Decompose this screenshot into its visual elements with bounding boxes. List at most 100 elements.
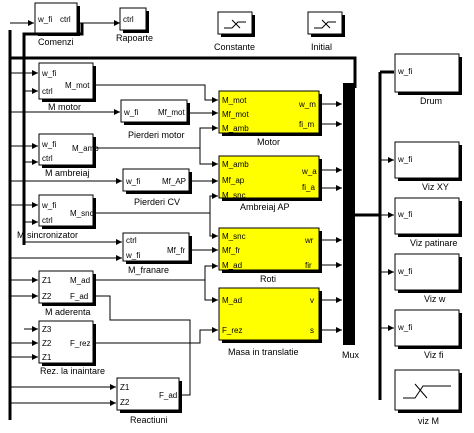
svg-text:Initial: Initial	[311, 42, 332, 52]
svg-text:Comenzi: Comenzi	[38, 37, 74, 47]
svg-text:Mf_fr: Mf_fr	[167, 246, 186, 255]
svg-text:M_snc: M_snc	[70, 209, 94, 218]
block-mux[interactable]: Mux	[342, 83, 360, 360]
svg-text:F_ad: F_ad	[70, 292, 88, 301]
block-viz-fi[interactable]: w_fi Viz fi	[394, 309, 462, 360]
svg-text:w_fi: w_fi	[397, 323, 412, 332]
svg-text:fi_a: fi_a	[302, 183, 315, 192]
svg-text:w_a: w_a	[301, 167, 317, 176]
svg-text:F_rez: F_rez	[222, 326, 242, 335]
svg-text:Rapoarte: Rapoarte	[116, 33, 153, 43]
block-initial[interactable]: Initial	[307, 11, 345, 52]
svg-text:M_ad: M_ad	[222, 296, 242, 305]
svg-text:ctrl: ctrl	[126, 236, 137, 245]
svg-text:ctrl: ctrl	[42, 154, 53, 163]
block-viz-m[interactable]: viz M	[394, 369, 462, 426]
block-constante[interactable]: Constante	[214, 11, 255, 52]
svg-text:M_ad: M_ad	[70, 276, 90, 285]
svg-text:w_fi: w_fi	[125, 251, 140, 260]
svg-text:Z1: Z1	[120, 383, 130, 392]
svg-text:ctrl: ctrl	[42, 87, 53, 96]
svg-text:w_fi: w_fi	[397, 67, 412, 76]
svg-text:Roti: Roti	[260, 274, 276, 284]
svg-text:Mf_AP: Mf_AP	[162, 177, 186, 186]
svg-text:Z2: Z2	[120, 398, 130, 407]
block-roti[interactable]: M_snc Mf_fr M_ad wr fir Roti	[218, 227, 322, 284]
svg-text:w_fi: w_fi	[41, 69, 56, 78]
block-pierderi-motor[interactable]: w_fi Mf_mot Pierderi motor	[120, 99, 190, 140]
block-masa-translatie[interactable]: M_ad F_rez v s Masa in translatie	[218, 287, 322, 357]
svg-text:M ambreiaj: M ambreiaj	[45, 168, 90, 178]
svg-text:M_ad: M_ad	[222, 261, 242, 270]
svg-text:M sincronizator: M sincronizator	[17, 230, 78, 240]
block-drum[interactable]: w_fi Drum	[394, 53, 462, 106]
svg-text:v: v	[310, 296, 314, 305]
svg-text:ctrl: ctrl	[123, 15, 134, 24]
svg-text:Reactiuni: Reactiuni	[130, 415, 168, 425]
svg-text:M_amb: M_amb	[222, 124, 249, 133]
svg-text:ctrl: ctrl	[60, 15, 71, 24]
svg-text:M_snc: M_snc	[222, 191, 246, 200]
svg-text:Z3: Z3	[42, 325, 52, 334]
svg-text:Motor: Motor	[257, 137, 280, 147]
svg-text:w_fi: w_fi	[397, 267, 412, 276]
svg-text:w_m: w_m	[298, 100, 316, 109]
block-m-ambreiaj[interactable]: w_fi ctrl M_amb M ambreiaj	[38, 133, 99, 178]
svg-text:ctrl: ctrl	[42, 216, 53, 225]
svg-text:Rez. la inaintare: Rez. la inaintare	[40, 366, 105, 376]
svg-text:w_fi: w_fi	[37, 15, 52, 24]
svg-text:Constante: Constante	[214, 42, 255, 52]
svg-text:Z2: Z2	[42, 292, 52, 301]
block-viz-patinare[interactable]: w_fi Viz patinare	[394, 197, 462, 248]
block-m-motor[interactable]: w_fi ctrl M_mot M motor	[38, 62, 96, 112]
svg-text:Z1: Z1	[42, 276, 52, 285]
svg-text:Z1: Z1	[42, 353, 52, 362]
block-pierderi-cv[interactable]: w_fi Mf_AP Pierderi CV	[122, 168, 192, 207]
svg-text:w_fi: w_fi	[397, 210, 412, 219]
block-motor[interactable]: M_mot Mf_mot M_amb w_m fi_m Motor	[218, 90, 322, 147]
svg-text:viz M: viz M	[418, 416, 439, 426]
block-ambreiaj-ap[interactable]: M_amb Mf_ap M_snc w_a fi_a Ambreiaj AP	[218, 155, 322, 212]
block-m-franare[interactable]: ctrl w_fi Mf_fr M_franare	[122, 232, 192, 275]
block-comenzi[interactable]: w_fi ctrl Comenzi	[34, 2, 80, 47]
block-m-sincronizator[interactable]: w_fi ctrl M_snc M sincronizator	[17, 194, 96, 240]
block-rez-inaintare[interactable]: Z3 Z2 Z1 F_rez Rez. la inaintare	[38, 320, 105, 376]
svg-text:Pierderi motor: Pierderi motor	[128, 130, 185, 140]
svg-text:F_rez: F_rez	[70, 339, 90, 348]
svg-text:Drum: Drum	[420, 96, 442, 106]
svg-text:w_fi: w_fi	[125, 177, 140, 186]
svg-text:Viz patinare: Viz patinare	[410, 238, 457, 248]
svg-text:fi_m: fi_m	[299, 120, 314, 129]
svg-text:M_amb: M_amb	[222, 160, 249, 169]
svg-text:w_fi: w_fi	[41, 140, 56, 149]
svg-text:M_amb: M_amb	[72, 144, 99, 153]
svg-text:Masa in translatie: Masa in translatie	[228, 347, 299, 357]
svg-text:M motor: M motor	[48, 102, 81, 112]
svg-text:Mux: Mux	[342, 350, 360, 360]
svg-text:Mf_mot: Mf_mot	[158, 108, 185, 117]
svg-text:M_mot: M_mot	[65, 81, 90, 90]
svg-text:M aderenta: M aderenta	[45, 307, 91, 317]
svg-text:Mf_ap: Mf_ap	[222, 176, 245, 185]
svg-text:w_fi: w_fi	[123, 108, 138, 117]
svg-text:s: s	[310, 326, 314, 335]
svg-text:Viz fi: Viz fi	[424, 350, 443, 360]
svg-text:Ambreiaj AP: Ambreiaj AP	[240, 202, 290, 212]
block-rapoarte[interactable]: ctrl Rapoarte	[116, 7, 153, 43]
svg-text:Z2: Z2	[42, 339, 52, 348]
svg-text:Mf_fr: Mf_fr	[222, 246, 241, 255]
block-m-aderenta[interactable]: Z1 Z2 M_ad F_ad M aderenta	[38, 270, 96, 317]
svg-text:wr: wr	[304, 236, 314, 245]
block-viz-xy[interactable]: w_fi Viz XY	[394, 141, 462, 192]
block-reactiuni[interactable]: Z1 Z2 F_ad Reactiuni	[116, 377, 182, 425]
svg-text:Viz w: Viz w	[424, 294, 446, 304]
svg-text:Viz XY: Viz XY	[422, 182, 449, 192]
svg-text:w_fi: w_fi	[41, 201, 56, 210]
svg-text:F_ad: F_ad	[159, 391, 177, 400]
svg-text:fir: fir	[305, 261, 312, 270]
block-viz-w[interactable]: w_fi Viz w	[394, 253, 462, 304]
svg-text:M_mot: M_mot	[222, 96, 247, 105]
svg-text:M_franare: M_franare	[128, 265, 169, 275]
svg-text:Mf_mot: Mf_mot	[222, 110, 249, 119]
